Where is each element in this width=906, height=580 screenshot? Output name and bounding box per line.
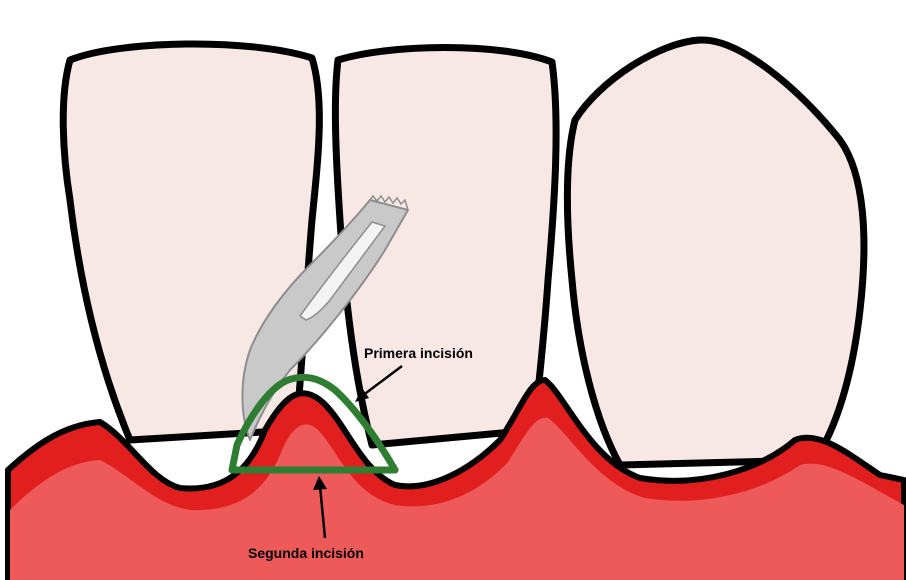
second-incision-label: Segunda incisión (248, 545, 364, 561)
first-incision-label: Primera incisión (364, 345, 473, 361)
